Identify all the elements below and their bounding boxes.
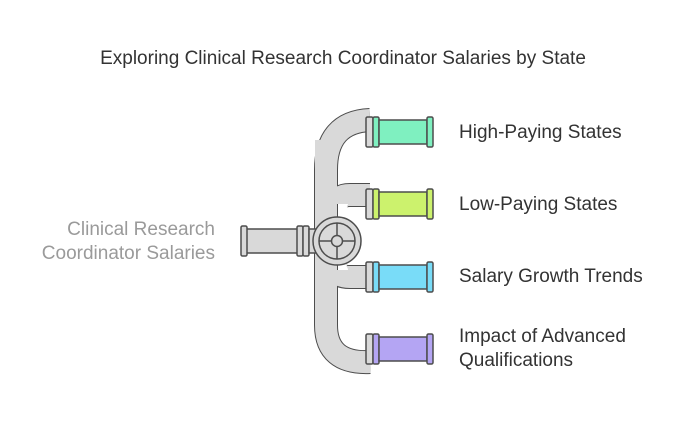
connector-2-fill	[326, 184, 370, 207]
branch-label-4-line-1: Impact of Advanced	[459, 326, 626, 347]
branch-label-low-paying: Low-Paying States	[459, 193, 617, 217]
branch-label-2-line-1: Low-Paying States	[459, 194, 618, 215]
source-label: Clinical Research Coordinator Salaries	[42, 218, 215, 266]
branch-label-advanced-qualifications: Impact of Advanced Qualifications	[459, 325, 626, 373]
outlet-4	[365, 333, 434, 365]
branch-label-high-paying: High-Paying States	[459, 121, 622, 145]
branch-label-growth-trends: Salary Growth Trends	[459, 265, 643, 289]
branch-label-1-line-1: High-Paying States	[459, 122, 622, 143]
outlet-1	[365, 116, 434, 148]
inlet-pipe	[240, 225, 324, 257]
manifold	[314, 108, 372, 375]
source-label-line-2: Coordinator Salaries	[41, 243, 215, 264]
branch-label-4-line-2: Qualifications	[459, 350, 574, 371]
diagram-title: Exploring Clinical Research Coordinator …	[100, 48, 586, 69]
branch-label-3-line-1: Salary Growth Trends	[459, 266, 643, 287]
outlet-2	[365, 188, 434, 220]
valve-icon	[312, 216, 362, 266]
source-label-line-1: Clinical Research	[67, 219, 215, 240]
outlet-3	[365, 261, 434, 293]
connector-3-fill	[326, 265, 370, 288]
